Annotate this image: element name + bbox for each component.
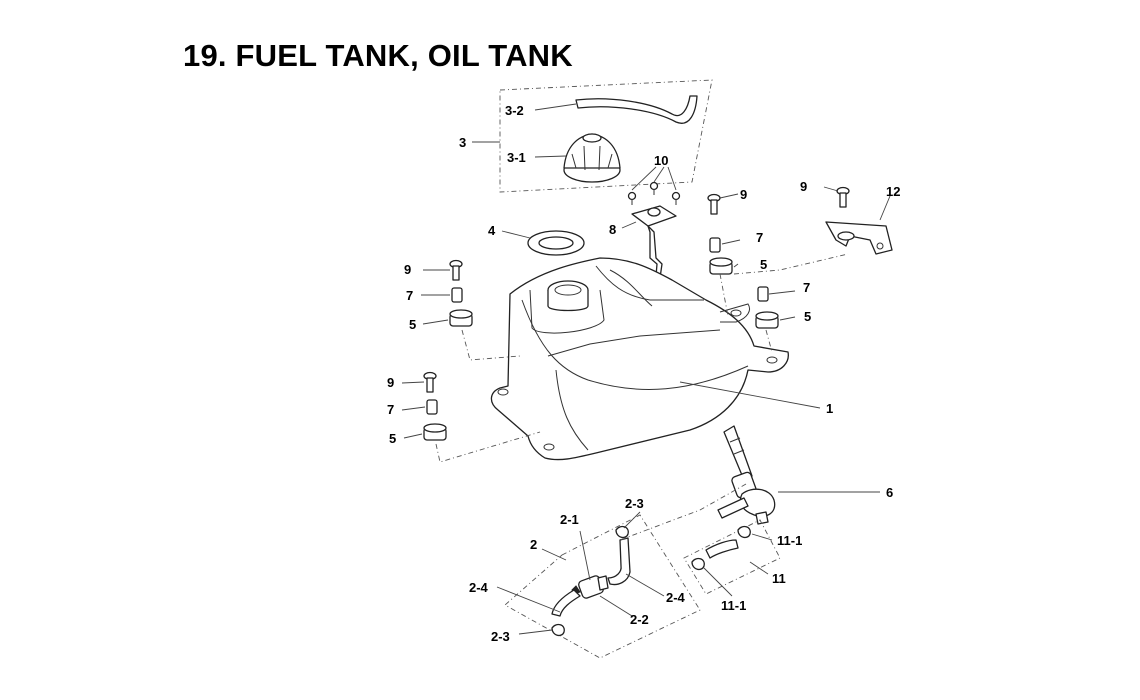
page-title: 19. FUEL TANK, OIL TANK — [183, 38, 573, 73]
label-5-right-upper: 5 — [760, 257, 767, 272]
label-7-left-upper: 7 — [406, 288, 413, 303]
label-10: 10 — [654, 153, 668, 168]
label-6: 6 — [886, 485, 893, 500]
label-4: 4 — [488, 223, 496, 238]
bracket-12 — [825, 221, 893, 255]
label-12: 12 — [886, 184, 900, 199]
label-7-right-upper: 7 — [756, 230, 763, 245]
fuel-cock — [717, 425, 776, 525]
label-8: 8 — [609, 222, 616, 237]
clamp-2-3-upper — [615, 525, 629, 539]
label-1: 1 — [826, 401, 833, 416]
clamp-11-1-right — [737, 525, 751, 539]
label-5-right-lower: 5 — [804, 309, 811, 324]
label-7-right-lower: 7 — [803, 280, 810, 295]
label-2: 2 — [530, 537, 537, 552]
fuel-filter — [571, 575, 609, 599]
label-5-left-lower: 5 — [389, 431, 396, 446]
collar-7-left-upper — [451, 287, 463, 303]
gasket-ring — [527, 230, 585, 256]
fuel-cap — [563, 133, 621, 183]
label-9-bracket: 9 — [800, 179, 807, 194]
clamp-11-1-left — [691, 557, 705, 571]
label-3-2: 3-2 — [505, 103, 524, 118]
group-3-outline — [499, 79, 713, 193]
screw-10-group — [627, 181, 681, 205]
label-2-2: 2-2 — [630, 612, 649, 627]
label-11-1-left: 11-1 — [721, 598, 746, 613]
label-3-1: 3-1 — [507, 150, 526, 165]
collar-7-left-lower — [426, 399, 438, 415]
label-2-3-upper: 2-3 — [625, 496, 644, 511]
clamp-2-3-lower — [551, 623, 565, 637]
group-11-outline — [683, 519, 781, 595]
bolt-9-bracket — [836, 186, 850, 208]
grommet-5-right-lower — [755, 311, 779, 329]
label-11-1-right: 11-1 — [777, 533, 802, 548]
fuel-gauge-sender — [631, 205, 677, 279]
bolt-9-left-lower — [423, 371, 437, 393]
label-9-right-upper: 9 — [740, 187, 747, 202]
label-11: 11 — [772, 571, 786, 586]
label-2-4-upper: 2-4 — [666, 590, 686, 605]
group-2-outline — [504, 514, 701, 659]
label-2-3-lower: 2-3 — [491, 629, 510, 644]
hose-11 — [705, 539, 739, 559]
leader-lines — [401, 103, 891, 635]
label-2-4-lower: 2-4 — [469, 580, 489, 595]
collar-7-right-lower — [757, 286, 769, 302]
label-2-1: 2-1 — [560, 512, 579, 527]
label-9-left-lower: 9 — [387, 375, 394, 390]
grommet-5-left-lower — [423, 423, 447, 441]
grommet-5-left-upper — [449, 309, 473, 327]
label-5-left-upper: 5 — [409, 317, 416, 332]
label-9-left-upper: 9 — [404, 262, 411, 277]
hose-2-4-lower — [551, 589, 581, 617]
grommet-5-right-upper — [709, 257, 733, 275]
label-7-left-lower: 7 — [387, 402, 394, 417]
collar-7-right-upper — [709, 237, 721, 253]
label-3: 3 — [459, 135, 466, 150]
hose-2-4-upper — [607, 537, 631, 586]
bolt-9-left-upper — [449, 259, 463, 281]
bolt-9-right-upper — [707, 193, 721, 215]
fuel-tank — [490, 257, 789, 461]
breather-hose — [575, 95, 698, 124]
